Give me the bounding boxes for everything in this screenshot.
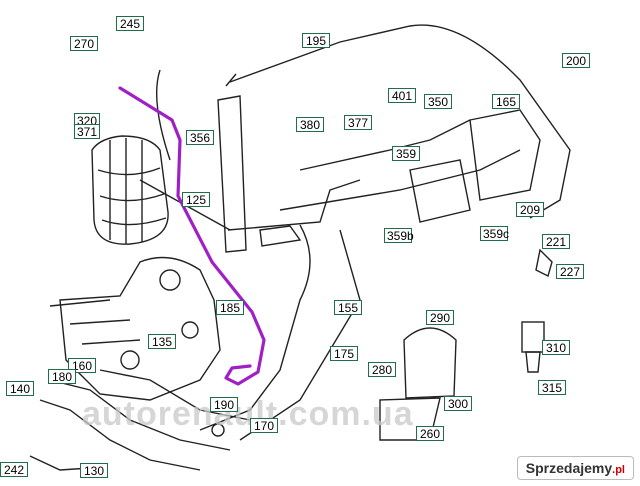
part-label-315: 315 [538,380,566,395]
part-label-221: 221 [542,234,570,249]
part-label-377: 377 [344,115,372,130]
part-label-280: 280 [368,362,396,377]
part-label-190: 190 [210,397,238,412]
part-label-290: 290 [426,310,454,325]
injection-pump-drawing [49,256,221,401]
part-label-380: 380 [296,117,324,132]
brand-tld: .pl [612,464,625,476]
part-label-200: 200 [562,53,590,68]
part-label-359: 359 [392,146,420,161]
part-label-227: 227 [556,264,584,279]
part-label-310: 310 [542,340,570,355]
watermark-text: autorenault.com.ua [82,395,414,433]
part-label-125: 125 [182,192,210,207]
part-label-175: 175 [330,346,358,361]
brand-badge[interactable]: Sprzedajemy.pl [516,456,634,480]
part-label-180: 180 [48,369,76,384]
part-label-350: 350 [424,94,452,109]
part-label-195: 195 [302,33,330,48]
part-label-359-c: 359c [480,226,509,241]
part-label-359-b: 359b [384,228,414,243]
highlighted-hose [118,86,266,386]
part-label-135: 135 [148,334,176,349]
brand-name: Sprzedajemy [525,460,613,476]
part-label-242: 242 [0,462,28,477]
part-label-260: 260 [416,426,444,441]
part-label-245: 245 [116,16,144,31]
fuel-filter-drawing [91,135,169,245]
part-label-209: 209 [516,202,544,217]
part-label-371: 371 [74,124,100,139]
part-label-356: 356 [186,130,214,145]
part-label-170: 170 [250,418,278,433]
part-label-270: 270 [70,36,98,51]
part-label-401: 401 [388,88,416,103]
part-label-165: 165 [492,94,520,109]
part-label-130: 130 [80,463,108,478]
part-label-155: 155 [334,300,362,315]
part-label-300: 300 [444,396,472,411]
part-label-140: 140 [6,381,34,396]
part-label-185: 185 [216,300,244,315]
